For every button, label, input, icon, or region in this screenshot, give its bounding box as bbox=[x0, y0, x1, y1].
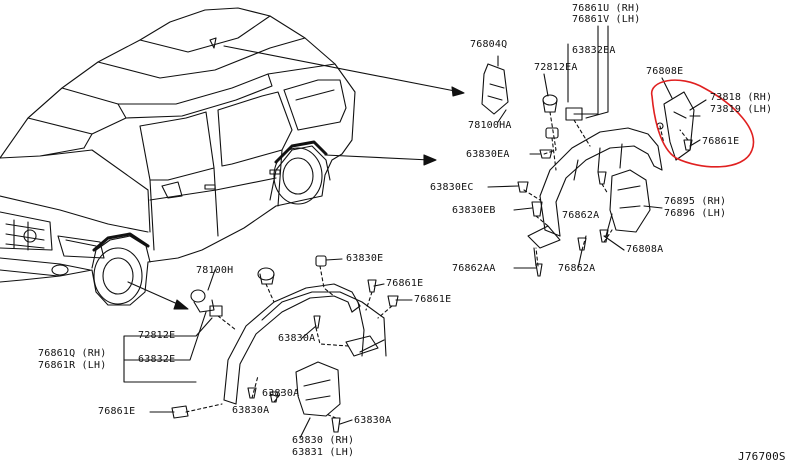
label-76861q: 76861Q (RH) bbox=[38, 348, 107, 359]
label-76862a-low: 76862A bbox=[558, 263, 596, 274]
front-wheel-arch-assembly bbox=[171, 255, 399, 433]
label-76862a-mid: 76862A bbox=[562, 210, 600, 221]
rear-wheel-arch-assembly bbox=[481, 63, 695, 277]
vehicle-illustration bbox=[0, 7, 356, 306]
label-63832e: 63832E bbox=[138, 354, 176, 365]
label-leader-lines bbox=[123, 25, 707, 439]
label-72812e: 72812E bbox=[138, 330, 176, 341]
label-76861e-r1: 76861E bbox=[386, 278, 424, 289]
label-78100h: 78100H bbox=[196, 265, 234, 276]
label-63830: 63830 (RH) bbox=[292, 435, 355, 446]
label-76895: 76895 (RH) bbox=[664, 196, 727, 207]
label-63830ec: 63830EC bbox=[430, 182, 474, 193]
label-76808a: 76808A bbox=[626, 244, 664, 255]
label-63830a-2: 63830A bbox=[262, 388, 300, 399]
label-76804q: 76804Q bbox=[470, 39, 508, 50]
label-63830a-4: 63830A bbox=[354, 415, 392, 426]
label-76896: 76896 (LH) bbox=[664, 208, 727, 219]
highlight-circle bbox=[651, 79, 755, 168]
label-63830e: 63830E bbox=[346, 253, 384, 264]
label-76862aa: 76862AA bbox=[452, 263, 496, 274]
callout-arrows bbox=[127, 45, 465, 310]
label-76861v: 76861V (LH) bbox=[572, 14, 641, 25]
reference-code: J76700S bbox=[738, 450, 786, 463]
label-73819: 73819 (LH) bbox=[710, 104, 773, 115]
label-73818: 73818 (RH) bbox=[710, 92, 773, 103]
label-76808e: 76808E bbox=[646, 66, 684, 77]
label-72812ea: 72812EA bbox=[534, 62, 578, 73]
label-63830a-3: 63830A bbox=[232, 405, 270, 416]
label-63832ea: 63832EA bbox=[572, 45, 616, 56]
label-63830a-1: 63830A bbox=[278, 333, 316, 344]
label-76861e-r2: 76861E bbox=[414, 294, 452, 305]
label-76861e-top: 76861E bbox=[702, 136, 740, 147]
label-63830ea: 63830EA bbox=[466, 149, 510, 160]
label-76861r: 76861R (LH) bbox=[38, 360, 107, 371]
label-63830eb: 63830EB bbox=[452, 205, 496, 216]
label-76861e-left: 76861E bbox=[98, 406, 136, 417]
label-63831: 63831 (LH) bbox=[292, 447, 355, 458]
label-76861u: 76861U (RH) bbox=[572, 3, 641, 14]
label-78100ha: 78100HA bbox=[468, 120, 512, 131]
